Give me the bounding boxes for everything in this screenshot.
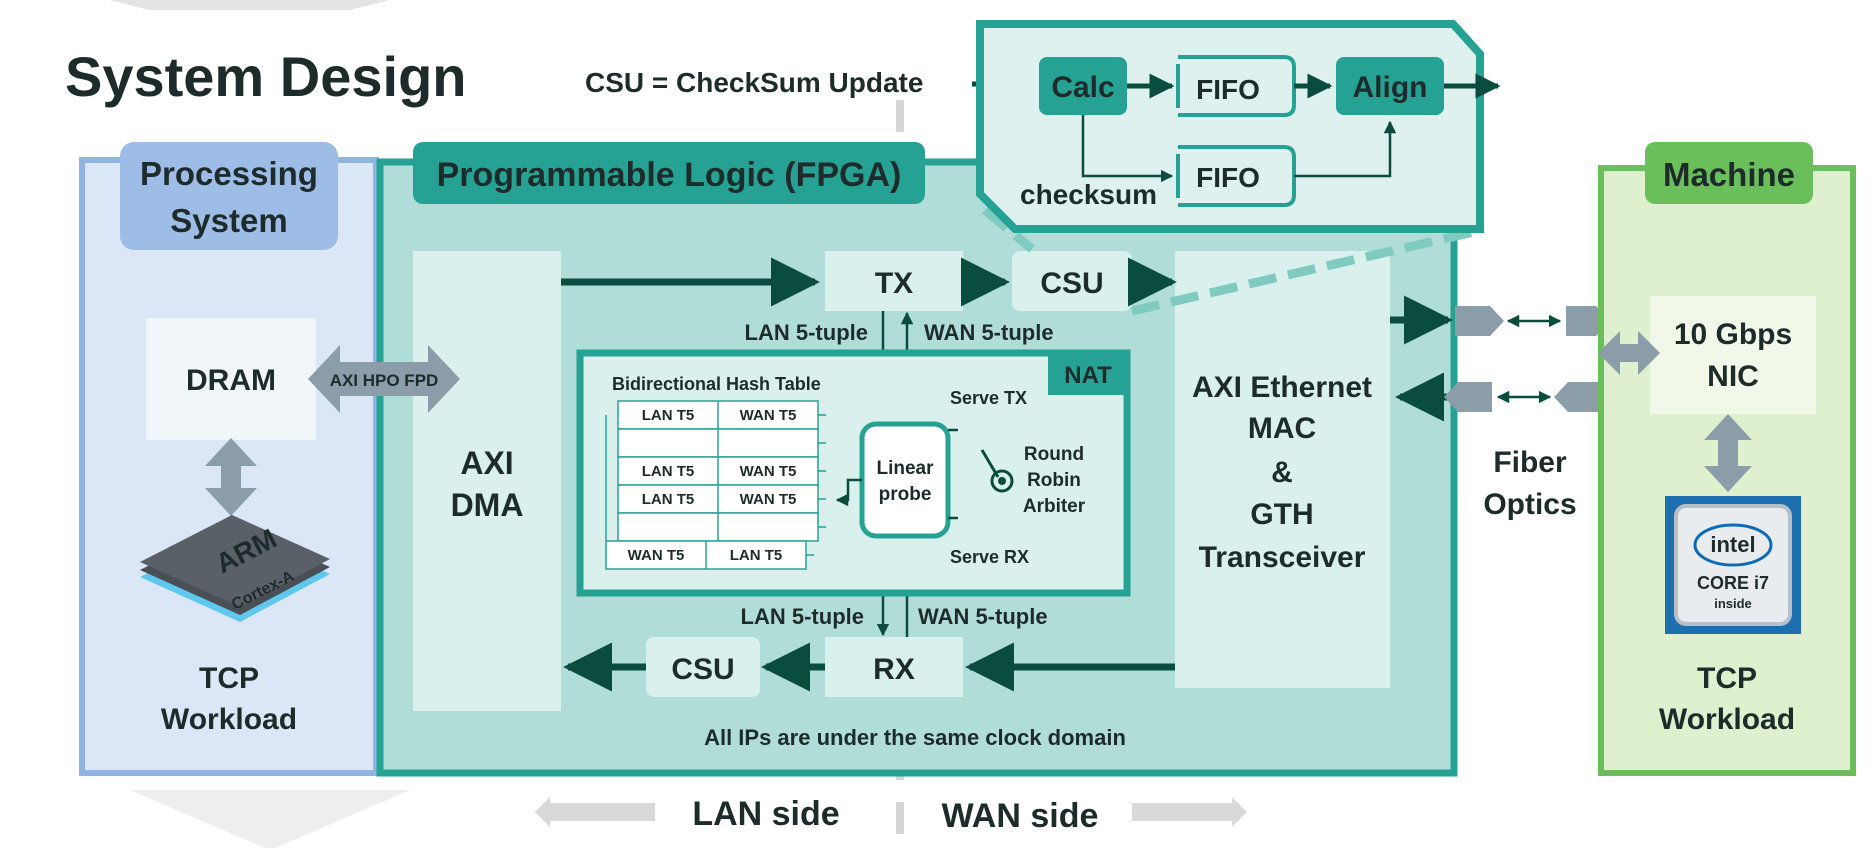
checksum-label: checksum bbox=[1020, 179, 1157, 210]
axi-dma-label-1: AXI bbox=[460, 445, 513, 481]
serve-tx-label: Serve TX bbox=[950, 388, 1027, 408]
machine-workload-2: Workload bbox=[1659, 703, 1795, 736]
calc-block bbox=[1039, 57, 1127, 115]
tx-label: TX bbox=[875, 267, 913, 300]
wan-side-arrow bbox=[1132, 797, 1247, 827]
bottom-chevron-decoration bbox=[130, 790, 410, 848]
hash-table-title: Bidirectional Hash Table bbox=[612, 374, 821, 394]
ps-workload-1: TCP bbox=[199, 662, 259, 695]
hash-table-cell: LAN T5 bbox=[730, 547, 783, 564]
calc-label: Calc bbox=[1051, 71, 1114, 104]
csu-rx-block bbox=[646, 637, 760, 697]
axi-ethernet-block bbox=[1175, 251, 1390, 688]
processing-system-title-2: System bbox=[170, 202, 287, 239]
machine-panel: Machine 10 Gbps NIC intel CORE i7 inside… bbox=[1598, 142, 1856, 776]
hash-table-cell: LAN T5 bbox=[642, 407, 695, 424]
nic-block bbox=[1650, 296, 1816, 414]
align-label: Align bbox=[1353, 71, 1428, 104]
clock-domain-note: All IPs are under the same clock domain bbox=[704, 725, 1126, 750]
ethernet-label-2: MAC bbox=[1248, 412, 1316, 445]
dram-arm-double-arrow bbox=[205, 438, 257, 516]
nic-label-2: NIC bbox=[1707, 360, 1759, 393]
csu-tx-label: CSU bbox=[1040, 267, 1103, 300]
processing-system-title-1: Processing bbox=[140, 155, 318, 192]
fiber-label-1: Fiber bbox=[1493, 446, 1567, 479]
ethernet-label-1: AXI Ethernet bbox=[1192, 371, 1372, 404]
lan-tuple-bottom: LAN 5-tuple bbox=[741, 604, 864, 629]
hash-table-cell: LAN T5 bbox=[642, 491, 695, 508]
hash-table-cell: WAN T5 bbox=[740, 407, 797, 424]
hash-table: LAN T5 WAN T5 LAN T5 WAN T5 LAN T5 WAN T5 WAN … bbox=[605, 400, 826, 570]
intel-core-i7-logo: intel CORE i7 inside bbox=[1665, 496, 1801, 634]
csu-rx-label: CSU bbox=[671, 653, 734, 686]
arbiter-label-1: Round bbox=[1024, 444, 1084, 465]
probe-to-table-arrow bbox=[835, 478, 862, 507]
axi-dma-block bbox=[413, 251, 561, 711]
serve-rx-label: Serve RX bbox=[950, 547, 1029, 567]
arm-chip-icon: ARM Cortex-A bbox=[140, 515, 330, 622]
csu-legend: CSU = CheckSum Update bbox=[585, 67, 923, 98]
ethernet-label-4: GTH bbox=[1250, 498, 1313, 531]
hash-table-cell: LAN T5 bbox=[642, 463, 695, 480]
round-robin-arbiter-icon bbox=[980, 449, 1014, 493]
arbiter-label-2: Robin bbox=[1027, 470, 1081, 491]
fiber-label-2: Optics bbox=[1483, 488, 1576, 521]
csu-detail-callout: Calc Align FIFO FIFO checksum bbox=[976, 20, 1501, 316]
processing-system-panel: Processing System DRAM ARM Cortex-A TCP … bbox=[79, 142, 379, 776]
machine-title: Machine bbox=[1663, 156, 1795, 193]
probe-label-1: Linear bbox=[876, 458, 934, 479]
lan-tuple-top: LAN 5-tuple bbox=[745, 320, 868, 345]
nic-label-1: 10 Gbps bbox=[1674, 318, 1792, 351]
nat-badge-label: NAT bbox=[1064, 362, 1112, 389]
wan-side-label: WAN side bbox=[942, 797, 1099, 835]
rx-label: RX bbox=[873, 653, 915, 686]
hash-table-cell: WAN T5 bbox=[740, 463, 797, 480]
fifo-bottom-label: FIFO bbox=[1196, 162, 1260, 193]
hash-table-cell: WAN T5 bbox=[740, 491, 797, 508]
wan-tuple-top: WAN 5-tuple bbox=[924, 320, 1054, 345]
page-title: System Design bbox=[65, 45, 467, 108]
lan-side-arrow bbox=[535, 797, 655, 827]
top-chevron-decoration bbox=[110, 0, 390, 10]
axi-hpo-fpd-arrow bbox=[308, 345, 460, 413]
ps-workload-2: Workload bbox=[161, 703, 297, 736]
axi-dma-label-2: DMA bbox=[451, 487, 524, 523]
tx-block bbox=[825, 251, 963, 311]
fpga-panel: Programmable Logic (FPGA) AXI DMA AXI Et… bbox=[376, 142, 1458, 777]
probe-label-2: probe bbox=[879, 484, 932, 505]
fpga-title: Programmable Logic (FPGA) bbox=[437, 156, 902, 194]
machine-workload-1: TCP bbox=[1697, 662, 1757, 695]
wan-tuple-bottom: WAN 5-tuple bbox=[918, 604, 1048, 629]
align-block bbox=[1336, 57, 1444, 115]
intel-sub-text: inside bbox=[1714, 596, 1752, 611]
axi-hpo-fpd-label: AXI HPO FPD bbox=[330, 371, 439, 390]
intel-brand-text: intel bbox=[1710, 532, 1755, 557]
dram-label: DRAM bbox=[186, 364, 276, 397]
rx-block bbox=[825, 637, 963, 697]
linear-probe-block bbox=[859, 421, 951, 539]
nic-fiber-arrow bbox=[1598, 331, 1660, 375]
arbiter-label-3: Arbiter bbox=[1023, 496, 1086, 517]
nat-module: NAT Bidirectional Hash Table LAN T5 WAN T… bbox=[576, 349, 1131, 597]
ethernet-label-5: Transceiver bbox=[1199, 541, 1366, 574]
intel-model-text: CORE i7 bbox=[1697, 573, 1769, 593]
ethernet-label-3: & bbox=[1271, 456, 1293, 489]
csu-tx-block bbox=[1012, 251, 1132, 311]
lan-side-label: LAN side bbox=[692, 795, 839, 833]
nic-cpu-arrow bbox=[1704, 414, 1752, 492]
hash-table-cell: WAN T5 bbox=[628, 547, 685, 564]
nat-badge bbox=[1048, 353, 1127, 395]
fifo-top-label: FIFO bbox=[1196, 74, 1260, 105]
